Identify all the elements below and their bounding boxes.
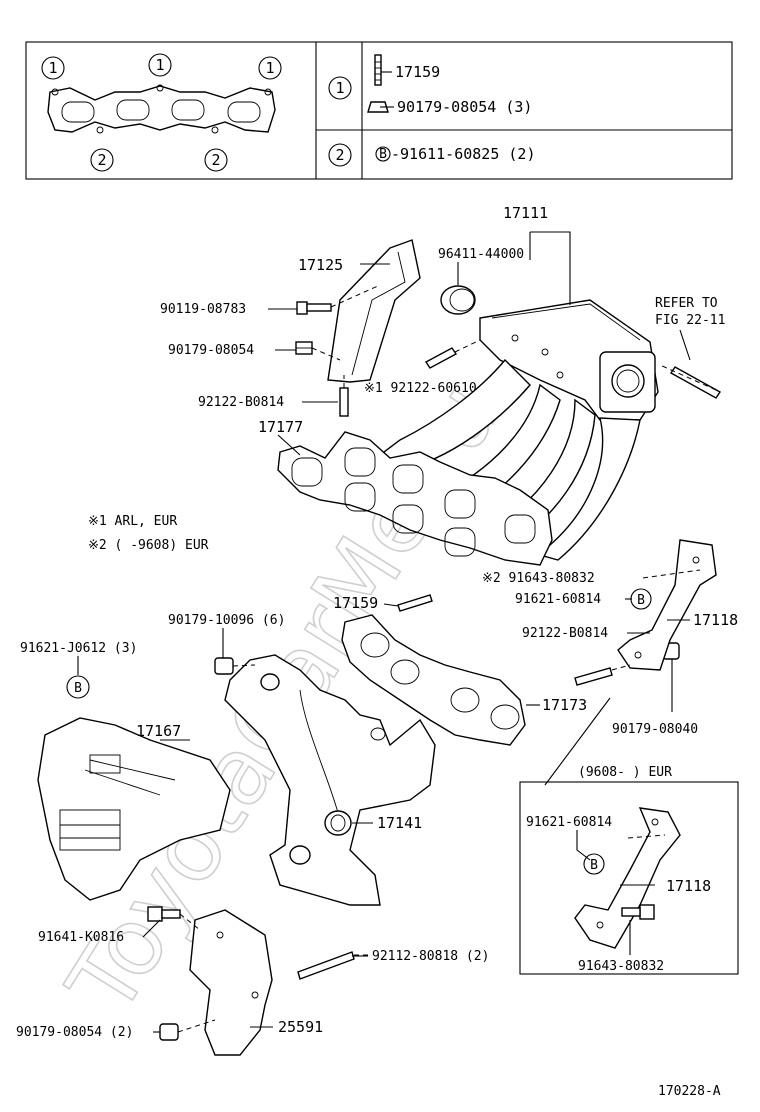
note-1: ※1 ARL, EUR <box>88 514 177 529</box>
label-17177: 17177 <box>258 418 303 436</box>
svg-text:1: 1 <box>155 56 164 74</box>
intake-gasket <box>277 431 553 566</box>
label-92112-80818: 92112-80818 (2) <box>372 949 489 964</box>
note-2: ※2 ( -9608) EUR <box>88 538 209 553</box>
gasket-marker-1b: 1 <box>148 53 172 77</box>
stud-refer <box>669 366 722 399</box>
svg-text:1: 1 <box>265 59 274 77</box>
label-25591: 25591 <box>278 1018 323 1036</box>
row1-part-90179-08054: 90179-08054 (3) <box>397 98 532 116</box>
gasket-marker-2b: 2 <box>204 148 228 172</box>
stud-92122-b0814-top <box>339 387 349 417</box>
label-17159: 17159 <box>333 594 378 612</box>
label-eur-inset: (9608- ) EUR <box>578 765 672 780</box>
nut-90179-08054-bottom <box>159 1023 179 1041</box>
exhaust-gasket <box>341 614 526 746</box>
label-refer-fig: FIG 22-11 <box>655 313 725 328</box>
figure-code: 170228-A <box>658 1084 721 1099</box>
bracket-17125 <box>327 239 421 383</box>
svg-text:1: 1 <box>335 79 344 97</box>
stud-92112-80818 <box>297 951 355 980</box>
heat-insulator <box>37 717 231 901</box>
label-91621-j0612: 91621-J0612 (3) <box>20 641 137 656</box>
label-17173: 17173 <box>542 696 587 714</box>
row1-part-17159: 17159 <box>395 63 440 81</box>
svg-text:B: B <box>74 681 82 696</box>
nut-icon <box>367 101 394 113</box>
gasket-marker-1c: 1 <box>258 56 282 80</box>
label-91621-60814-top: 91621-60814 <box>515 592 601 607</box>
label-92122-b0814-top: 92122-B0814 <box>198 395 284 410</box>
eur-inset <box>519 781 739 975</box>
exhaust-manifold <box>224 654 436 906</box>
row1-marker: 1 <box>328 76 352 100</box>
gasket-diagram-inset <box>47 84 276 134</box>
gasket-marker-2a: 2 <box>90 148 114 172</box>
row2-part-91611-60825: -91611-60825 (2) <box>391 145 536 163</box>
label-91643-80832-top: ※2 91643-80832 <box>482 571 595 586</box>
label-92122-b0814-mid: 92122-B0814 <box>522 626 608 641</box>
stud-92122-60610 <box>424 347 458 369</box>
gasket-marker-1a: 1 <box>41 56 65 80</box>
label-90179-10096: 90179-10096 (6) <box>168 613 285 628</box>
label-17141: 17141 <box>377 814 422 832</box>
bolt-91641-k0816 <box>147 906 181 922</box>
label-91621-60814-inset: 91621-60814 <box>526 815 612 830</box>
svg-text:2: 2 <box>97 151 106 169</box>
bracket-17118-upper <box>617 539 717 671</box>
nut-90179-08054-top <box>295 341 313 355</box>
plug-96411 <box>440 285 476 315</box>
legend-table: 1 1 1 2 2 1 17159 <box>25 41 733 180</box>
label-90179-08054-top: 90179-08054 <box>168 343 254 358</box>
stud-icon <box>374 54 392 86</box>
stud-92122-b0814-mid <box>574 667 613 686</box>
b-marker-row2: B <box>375 146 391 162</box>
label-17118-inset: 17118 <box>666 877 711 895</box>
label-92122-60610: ※1 92122-60610 <box>364 381 477 396</box>
svg-text:B: B <box>637 593 645 608</box>
label-91643-80832-inset: 91643-80832 <box>578 959 664 974</box>
svg-text:B: B <box>379 147 387 162</box>
label-90119-08783: 90119-08783 <box>160 302 246 317</box>
label-17118-top: 17118 <box>693 611 738 629</box>
label-96411-44000: 96411-44000 <box>438 247 524 262</box>
heat-insulator-25591 <box>189 909 273 1056</box>
svg-text:2: 2 <box>211 151 220 169</box>
b-marker-top: B <box>630 588 652 610</box>
label-17167: 17167 <box>136 722 181 740</box>
nut-90179-10096 <box>214 657 234 675</box>
stud-17159 <box>397 594 433 612</box>
label-90179-08040: 90179-08040 <box>612 722 698 737</box>
bolt-90119-08783 <box>296 301 332 315</box>
svg-text:B: B <box>590 858 598 873</box>
row2-marker: 2 <box>328 143 352 167</box>
b-marker-left: B <box>66 675 90 699</box>
svg-text:2: 2 <box>335 146 344 164</box>
b-marker-inset: B <box>583 853 605 875</box>
svg-text:1: 1 <box>48 59 57 77</box>
label-refer-to: REFER TO <box>655 296 718 311</box>
label-17111: 17111 <box>503 204 548 222</box>
label-17125: 17125 <box>298 256 343 274</box>
label-91641-k0816: 91641-K0816 <box>38 930 124 945</box>
label-90179-08054-bottom: 90179-08054 (2) <box>16 1025 133 1040</box>
